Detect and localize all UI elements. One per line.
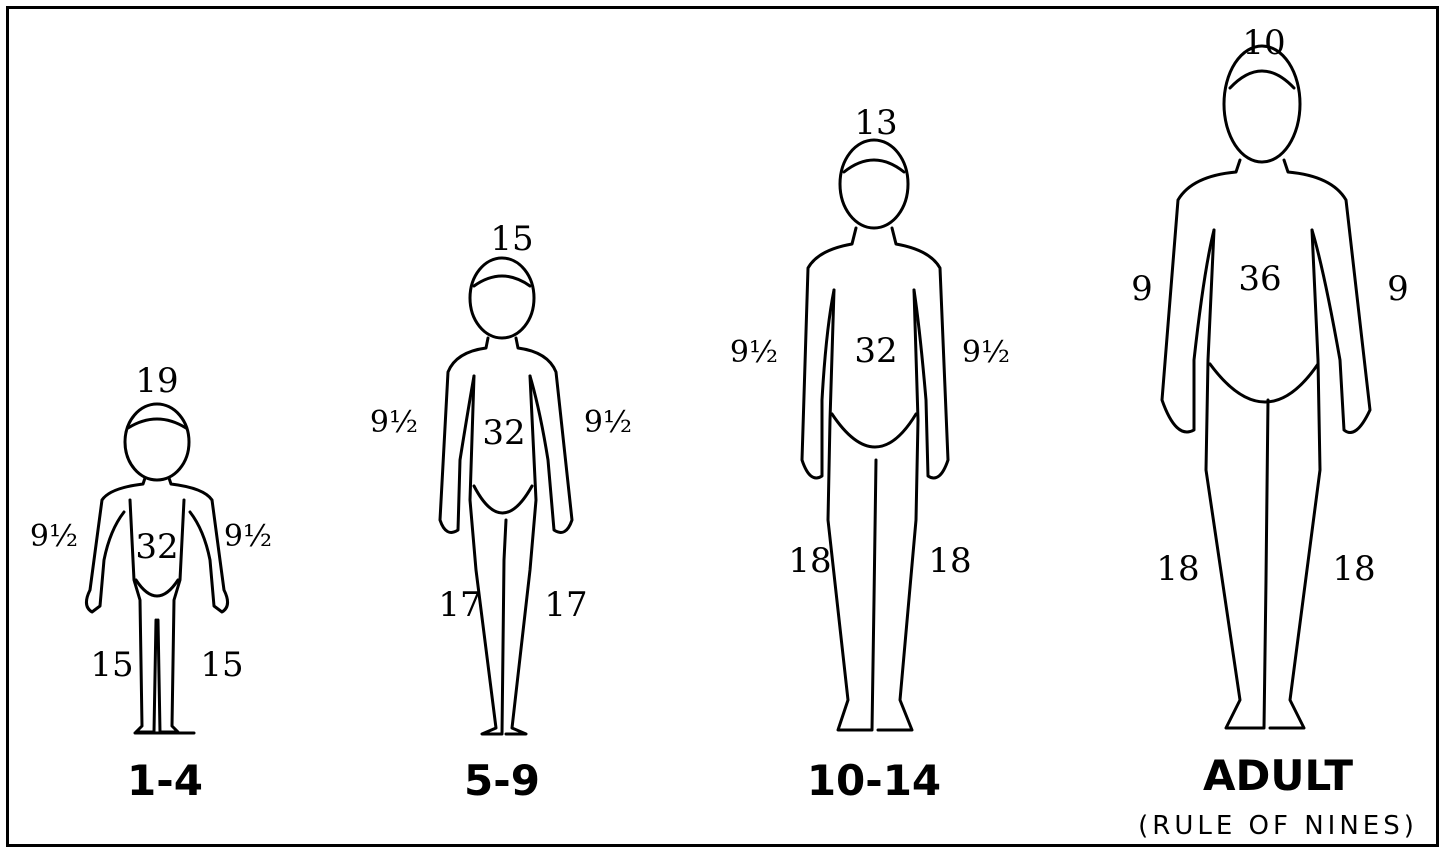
figure-adult-trunk-value: 36 [1238, 259, 1281, 299]
figure-1-4-left-arm-value: 9½ [30, 519, 78, 554]
figure-10-14-hair [844, 160, 904, 172]
figure-adult-right-arm-value: 9 [1387, 269, 1409, 309]
figure-adult-left-leg-value: 18 [1156, 549, 1199, 589]
figure-5-9-age-label: 5-9 [464, 756, 540, 805]
figure-5-9-head [470, 258, 534, 338]
figure-adult-left-arm-value: 9 [1131, 269, 1153, 309]
figure-10-14-head [840, 140, 908, 228]
figure-10-14-right-leg-value: 18 [928, 541, 971, 581]
figure-5-9-left-arm-value: 9½ [370, 405, 418, 440]
figure-5-9-right-leg-value: 17 [544, 585, 587, 625]
figure-1-4-age-label: 1-4 [127, 756, 203, 805]
figure-10-14-left-arm-value: 9½ [730, 335, 778, 370]
figure-adult [1162, 46, 1370, 728]
figure-adult-head [1224, 46, 1300, 162]
figure-5-9-hair [474, 276, 530, 286]
figure-5-9-trunk-value: 32 [482, 413, 525, 453]
figure-1-4-head-value: 19 [135, 361, 178, 401]
figure-10-14-trunk-value: 32 [854, 331, 897, 371]
figure-10-14-right-arm-value: 9½ [962, 335, 1010, 370]
figure-adult-hair [1230, 71, 1294, 88]
figure-adult-right-leg-value: 18 [1332, 549, 1375, 589]
figure-adult-head-value: 10 [1242, 23, 1285, 63]
figure-5-9-right-arm-value: 9½ [584, 405, 632, 440]
figure-1-4-trunk-value: 32 [135, 527, 178, 567]
figure-1-4-left-leg-value: 15 [90, 645, 133, 685]
figure-10-14-age-label: 10-14 [807, 756, 941, 805]
figure-10-14-head-value: 13 [854, 103, 897, 143]
figure-5-9-head-value: 15 [490, 219, 533, 259]
figure-1-4-right-leg-value: 15 [200, 645, 243, 685]
figure-10-14-left-leg-value: 18 [788, 541, 831, 581]
figure-10-14 [802, 140, 948, 730]
figure-5-9-left-leg-value: 17 [438, 585, 481, 625]
figure-1-4-head [125, 404, 189, 480]
figure-5-9 [440, 258, 572, 734]
figure-adult-age-label: ADULT [1203, 751, 1353, 800]
figure-1-4-hair [128, 419, 186, 428]
figure-adult-sublabel: (RULE OF NINES) [1138, 811, 1418, 841]
figure-1-4-right-arm-value: 9½ [224, 519, 272, 554]
